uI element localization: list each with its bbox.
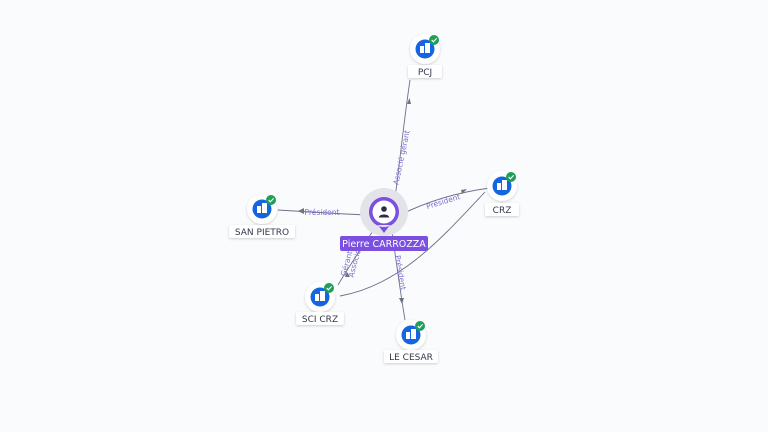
edge-label-le-cesar: Président <box>393 255 408 291</box>
node-label-san-pietro: SAN PIETRO <box>235 228 289 238</box>
company-node-sci-crz[interactable]: SCI CRZ <box>296 282 344 325</box>
center-node-label: Pierre CARROZZA <box>342 239 426 250</box>
edge-pcj-arrow <box>407 98 411 104</box>
verified-check-icon <box>324 283 334 293</box>
building-icon <box>497 180 507 190</box>
verified-check-icon <box>415 321 425 331</box>
edge-san-pietro-arrow <box>298 208 304 214</box>
building-icon <box>406 329 416 339</box>
edge-sci-crz-arrow <box>345 272 350 277</box>
company-node-crz[interactable]: CRZ <box>485 171 519 216</box>
center-node[interactable]: Pierre CARROZZA <box>340 188 428 251</box>
edge-crz[interactable] <box>399 187 491 216</box>
building-icon <box>420 43 430 53</box>
edge-label-pcj: Associé gérant <box>391 129 411 185</box>
edge-sci-crz-1[interactable] <box>337 227 376 286</box>
edge-le-cesar-arrow <box>399 298 404 304</box>
edge-crz-arrow <box>461 189 467 194</box>
edge-label-san-pietro: Président <box>305 208 340 217</box>
node-label-pcj: PCJ <box>418 68 432 78</box>
company-node-pcj[interactable]: PCJ <box>408 34 442 78</box>
node-label-sci-crz: SCI CRZ <box>302 315 338 325</box>
edges <box>277 79 491 321</box>
company-node-san-pietro[interactable]: SAN PIETRO <box>229 194 295 238</box>
verified-check-icon <box>429 35 439 45</box>
center-label-box <box>340 236 428 251</box>
company-node-le-cesar[interactable]: LE CESAR <box>384 320 438 363</box>
edge-pcj[interactable] <box>394 79 411 199</box>
edge-label-crz: Président <box>425 192 461 211</box>
center-node-inner <box>372 200 396 224</box>
node-label-crz: CRZ <box>493 206 512 216</box>
building-icon <box>257 203 267 213</box>
building-icon <box>315 291 325 301</box>
person-icon <box>378 206 390 218</box>
verified-check-icon <box>266 195 276 205</box>
edge-sci-crz-2[interactable] <box>339 191 486 297</box>
verified-check-icon <box>506 172 516 182</box>
node-label-le-cesar: LE CESAR <box>389 353 433 363</box>
edge-san-pietro[interactable] <box>277 209 369 216</box>
